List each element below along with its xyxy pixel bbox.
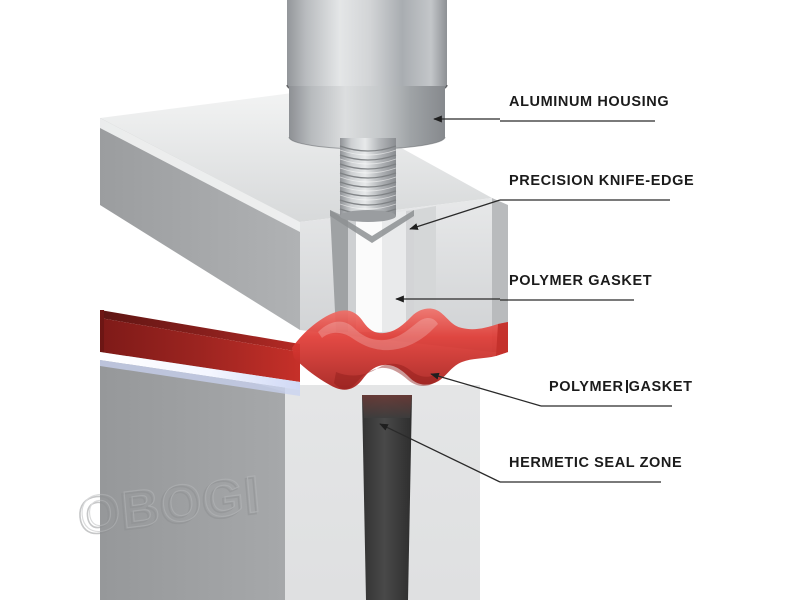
callout-label-polymer-gasket-upper: POLYMER GASKET [509,273,653,289]
threaded-stud [339,138,397,222]
leader-polymer-gasket-lower [430,372,542,407]
polymer-gasket-band [100,310,300,382]
leader-lines [379,115,542,483]
callout-label-aluminum-housing: ALUMINUM HOUSING [509,94,670,110]
leader-precision-knife-edge [409,199,501,230]
edge-glow [100,352,300,396]
callout-label-precision-knife-edge: PRECISION KNIFE-EDGE [509,173,695,189]
callout-label-hermetic-seal-zone: HERMETIC SEAL ZONE [509,455,683,471]
leader-hermetic-seal-zone [379,423,501,483]
polymer-gasket [292,308,508,390]
knife-edge-slot [330,206,436,332]
callout-label-polymer-gasket-lower-word1: POLYMER [549,379,624,395]
aluminum-housing-body [286,0,448,99]
render-artifact-glyph [625,380,628,393]
hermetic-channel [362,395,412,600]
label-underlines [500,120,672,483]
housing-collar [288,86,446,150]
callout-label-polymer-gasket-lower-word2: GASKET [628,379,693,395]
